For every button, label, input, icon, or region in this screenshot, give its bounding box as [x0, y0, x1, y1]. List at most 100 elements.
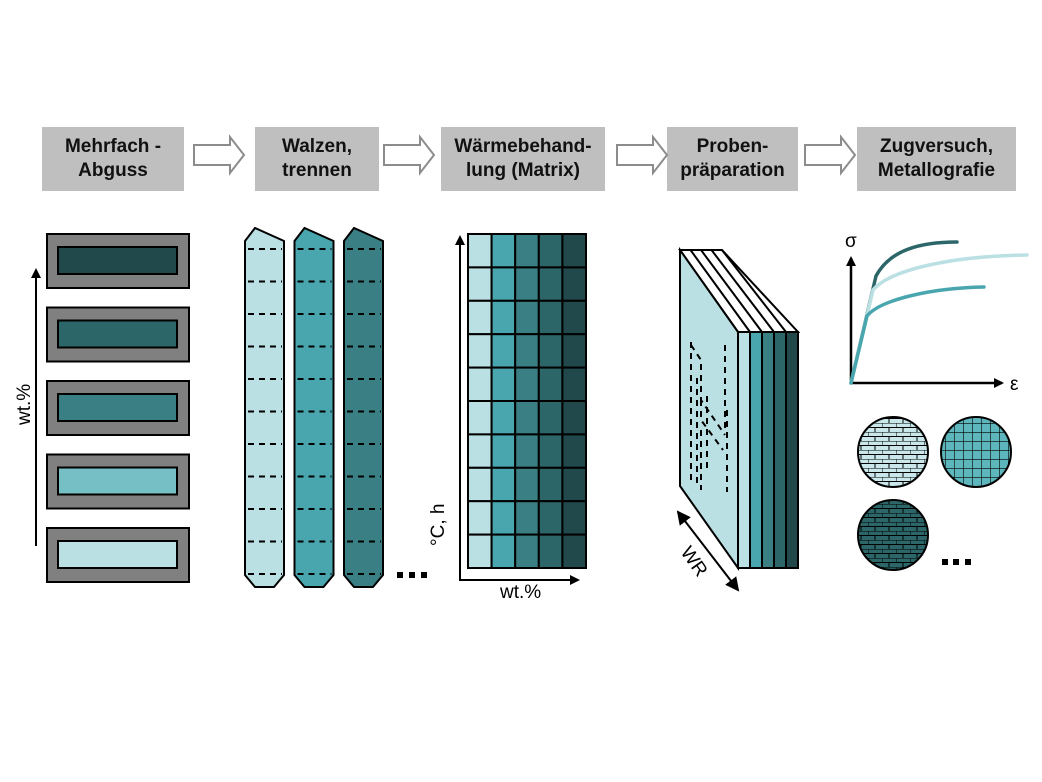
matrix-cell — [561, 333, 588, 369]
micrograph-brick — [857, 416, 929, 488]
matrix-cell — [514, 533, 540, 569]
matrix-cell — [490, 400, 517, 436]
rolled-strip — [293, 226, 335, 588]
step-casting: Mehrfach - Abguss — [42, 127, 184, 191]
matrix-cell — [467, 299, 493, 336]
layer-edge — [710, 249, 775, 333]
step-rolling-line1: Walzen, — [281, 136, 353, 157]
step-sample-prep-line2: präparation — [680, 160, 785, 181]
matrix-y-label: °C, h — [428, 504, 449, 546]
matrix-x-label: wt.% — [499, 582, 541, 603]
step-rolling-line2: trennen — [282, 160, 352, 181]
step-rolling: Walzen, trennen — [255, 127, 379, 191]
sample-stack — [678, 246, 801, 572]
matrix-cell — [561, 366, 588, 403]
matrix-cell — [467, 400, 493, 436]
micrograph-grid — [940, 416, 1012, 488]
matrix-cell — [467, 366, 493, 403]
matrix-cell — [561, 466, 588, 503]
matrix-cell — [514, 500, 540, 536]
step-sample-prep: Proben- präparation — [667, 127, 798, 191]
specimen-outline — [696, 378, 728, 492]
micrograph-brick — [857, 499, 929, 571]
flow-arrows — [193, 134, 857, 176]
step-testing-line1: Zugversuch, — [880, 136, 993, 157]
matrix-cell — [514, 299, 540, 336]
step-sample-prep-line1: Proben- — [696, 136, 769, 157]
hollow-right-arrow-icon — [193, 134, 246, 176]
matrix-cell — [467, 466, 493, 503]
matrix-cell — [467, 266, 493, 302]
micrographs — [857, 416, 1012, 571]
hollow-right-arrow-icon — [383, 134, 436, 176]
layer-face — [785, 331, 799, 569]
stress-strain-curve — [849, 253, 1029, 385]
matrix-cell — [514, 233, 540, 269]
mold-cast — [57, 393, 178, 422]
matrix-cell — [490, 333, 517, 369]
mold-cast — [57, 319, 178, 349]
matrix-cell — [514, 266, 540, 302]
stress-strain-curve — [849, 285, 986, 385]
matrix-cell — [537, 299, 564, 336]
micrograph-ellipsis — [942, 559, 971, 565]
matrix-cell — [561, 500, 588, 536]
matrix-cell — [490, 500, 517, 536]
matrix-cell — [490, 299, 517, 336]
layer-edge — [689, 249, 751, 333]
matrix-cell — [537, 500, 564, 536]
matrix-cell — [490, 466, 517, 503]
matrix-cell — [561, 266, 588, 302]
matrix-cell — [537, 400, 564, 436]
matrix-cell — [537, 433, 564, 469]
layer-face — [761, 331, 775, 569]
matrix-cell — [467, 500, 493, 536]
hollow-right-arrow-icon — [616, 134, 669, 176]
step-casting-line1: Mehrfach - — [64, 136, 162, 157]
step-testing: Zugversuch, Metallografie — [857, 127, 1016, 191]
stress-strain-plot — [846, 240, 1029, 388]
matrix-cell — [561, 533, 588, 569]
mold-cast — [57, 540, 178, 569]
layer-face — [749, 331, 763, 569]
matrix-cell — [561, 233, 588, 269]
matrix-cell — [537, 266, 564, 302]
step-heat-treatment-line2: lung (Matrix) — [466, 160, 580, 181]
matrix-cell — [537, 333, 564, 369]
matrix-cell — [467, 433, 493, 469]
rolled-strip — [244, 226, 285, 588]
mold-cast — [57, 466, 178, 496]
layer-edge — [700, 249, 763, 333]
hollow-right-arrow-icon — [804, 134, 857, 176]
sigma-label: σ — [845, 231, 857, 252]
casting-axis-label: wt.% — [14, 384, 35, 426]
matrix-cell — [467, 533, 493, 569]
mold-cast — [57, 246, 178, 275]
layer-edge — [721, 249, 787, 333]
matrix-cell — [514, 400, 540, 436]
step-heat-treatment-line1: Wärmebehand- — [454, 136, 592, 157]
matrix-cell — [514, 366, 540, 403]
rolled-strip — [343, 226, 384, 588]
heat-treatment-matrix — [467, 233, 588, 569]
matrix-cell — [467, 233, 493, 269]
matrix-cell — [537, 366, 564, 403]
casting-molds — [46, 233, 190, 583]
specimen-outline — [690, 344, 726, 490]
matrix-cell — [514, 433, 540, 469]
matrix-cell — [537, 533, 564, 569]
layer-face — [773, 331, 787, 569]
matrix-cell — [490, 433, 517, 469]
matrix-cell — [561, 400, 588, 436]
matrix-cell — [490, 233, 517, 269]
matrix-cell — [537, 233, 564, 269]
matrix-cell — [561, 433, 588, 469]
epsilon-label: ε — [1010, 374, 1019, 395]
step-heat-treatment: Wärmebehand- lung (Matrix) — [441, 127, 605, 191]
layer-face — [737, 331, 751, 569]
stress-strain-curve — [849, 240, 959, 385]
matrix-cell — [537, 466, 564, 503]
matrix-cell — [514, 466, 540, 503]
matrix-cell — [490, 366, 517, 403]
